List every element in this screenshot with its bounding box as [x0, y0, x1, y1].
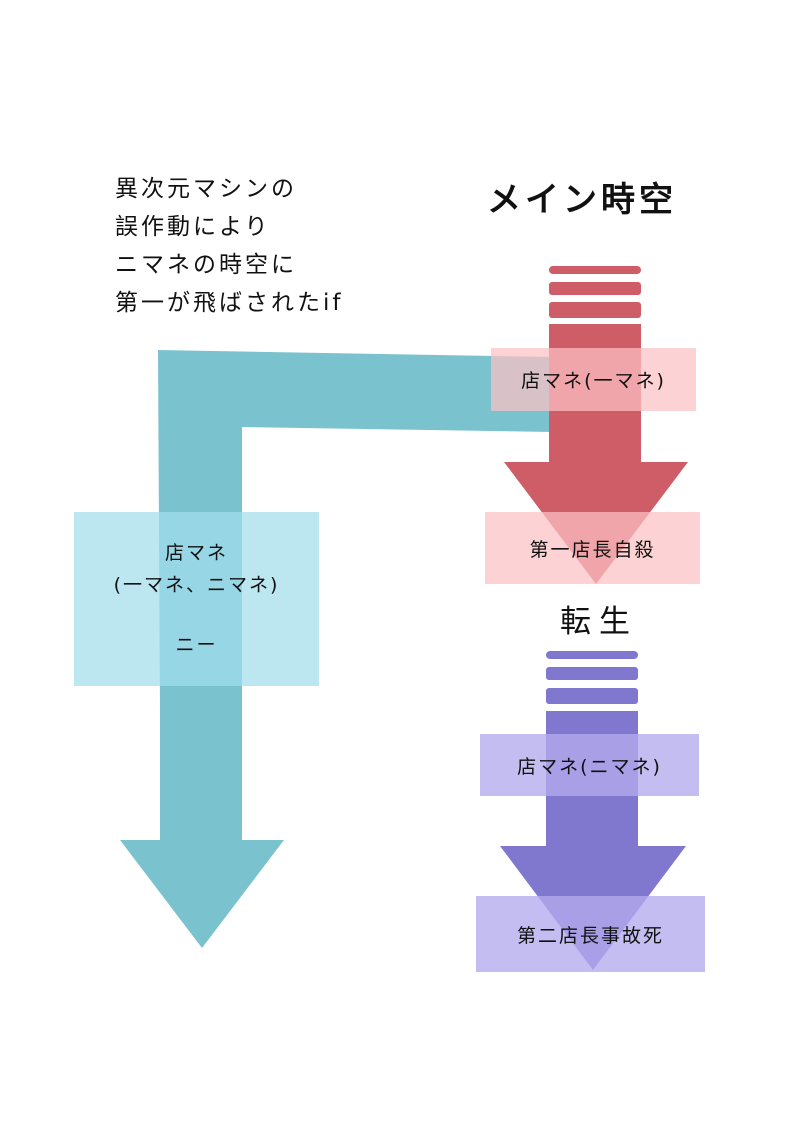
teal-branch-arrow [120, 350, 552, 948]
main-timeline-title: メイン時空 [487, 180, 677, 220]
purple-arrow-stripe [546, 651, 638, 659]
reincarnated-character-box: 店マネ(ニマネ) [480, 734, 699, 796]
purple-arrow-stripe [546, 688, 638, 704]
intro-line: 第一が飛ばされたif [115, 290, 344, 316]
intro-line: 異次元マシンの [115, 176, 297, 202]
box-text: ニー [175, 634, 218, 656]
box-text: 店マネ [164, 542, 228, 564]
intro-text: 異次元マシンの 誤作動により ニマネの時空に 第一が飛ばされたif [115, 170, 344, 322]
first-manager-death-box: 第一店長自殺 [485, 512, 700, 584]
red-arrow-stripe [549, 282, 641, 295]
box-text: 店マネ(一マネ) [521, 370, 666, 392]
reincarnation-label: 転生 [560, 604, 638, 640]
intro-line: 誤作動により [115, 214, 271, 240]
box-text: 第二店長事故死 [516, 924, 664, 947]
red-arrow-stripe [549, 302, 641, 318]
red-arrow-stripe [549, 266, 641, 274]
purple-arrow-stripe [546, 667, 638, 680]
intro-line: ニマネの時空に [115, 252, 297, 278]
if-timeline-character-box: 店マネ (一マネ、ニマネ) ニー [74, 512, 319, 686]
second-manager-death-box: 第二店長事故死 [476, 896, 705, 972]
box-text: (一マネ、ニマネ) [113, 574, 280, 596]
main-timeline-character-box: 店マネ(一マネ) [491, 348, 696, 411]
box-text: 店マネ(ニマネ) [517, 755, 662, 778]
box-text: 第一店長自殺 [529, 538, 656, 561]
